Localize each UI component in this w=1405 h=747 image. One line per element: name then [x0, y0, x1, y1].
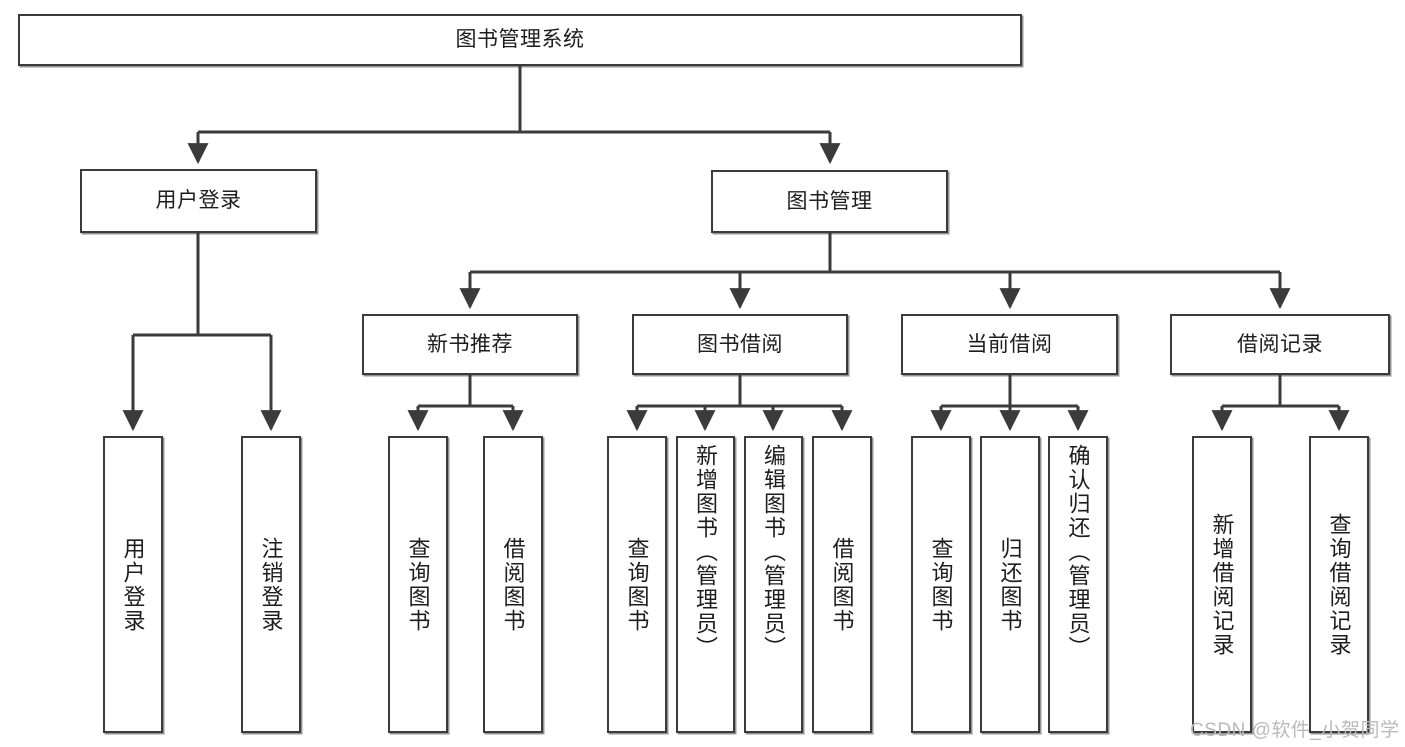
leaf-query-borrow-record-label: 查询借阅记录 [1326, 512, 1352, 657]
leaf-user-login[interactable]: 用户登录 [103, 436, 163, 733]
leaf-borrow-book-recommend[interactable]: 借阅图书 [483, 436, 543, 733]
leaf-confirm-return-admin-label: 确认归还（管理员） [1065, 444, 1091, 660]
leaf-query-book-recommend[interactable]: 查询图书 [388, 436, 448, 733]
node-user-login[interactable]: 用户登录 [80, 169, 317, 233]
leaf-query-book-borrow[interactable]: 查询图书 [607, 436, 667, 733]
node-borrow-record[interactable]: 借阅记录 [1170, 314, 1390, 375]
leaf-logout-label: 注销登录 [258, 536, 284, 633]
leaf-borrow-book[interactable]: 借阅图书 [812, 436, 872, 733]
node-current-borrow[interactable]: 当前借阅 [901, 314, 1118, 375]
leaf-confirm-return-admin[interactable]: 确认归还（管理员） [1048, 436, 1108, 733]
node-book-borrow[interactable]: 图书借阅 [632, 314, 848, 375]
node-root[interactable]: 图书管理系统 [18, 14, 1022, 66]
leaf-add-book-admin-label: 新增图书（管理员） [693, 444, 719, 660]
node-root-label: 图书管理系统 [455, 28, 585, 52]
node-borrow-record-label: 借阅记录 [1237, 332, 1323, 356]
node-new-book-recommend-label: 新书推荐 [427, 332, 513, 356]
node-user-login-label: 用户登录 [155, 189, 242, 213]
leaf-logout[interactable]: 注销登录 [241, 436, 301, 733]
leaf-add-book-admin[interactable]: 新增图书（管理员） [676, 436, 735, 733]
node-book-management[interactable]: 图书管理 [711, 170, 948, 233]
node-book-management-label: 图书管理 [786, 189, 873, 213]
leaf-user-login-label: 用户登录 [120, 536, 146, 633]
leaf-add-borrow-record[interactable]: 新增借阅记录 [1192, 436, 1252, 733]
leaf-query-book-current[interactable]: 查询图书 [911, 436, 971, 733]
leaf-return-book-label: 归还图书 [997, 536, 1023, 633]
leaf-query-borrow-record[interactable]: 查询借阅记录 [1309, 436, 1369, 733]
node-book-borrow-label: 图书借阅 [697, 332, 783, 356]
leaf-return-book[interactable]: 归还图书 [980, 436, 1040, 733]
leaf-edit-book-admin-label: 编辑图书（管理员） [761, 444, 787, 660]
leaf-query-book-borrow-label: 查询图书 [624, 536, 650, 633]
leaf-edit-book-admin[interactable]: 编辑图书（管理员） [744, 436, 803, 733]
leaf-add-borrow-record-label: 新增借阅记录 [1209, 512, 1235, 657]
csdn-watermark: CSDN @软件_小贺同学 [1190, 720, 1400, 741]
leaf-query-book-current-label: 查询图书 [928, 536, 954, 633]
leaf-query-book-recommend-label: 查询图书 [405, 536, 431, 633]
leaf-borrow-book-label: 借阅图书 [829, 536, 855, 633]
node-current-borrow-label: 当前借阅 [966, 332, 1053, 356]
node-new-book-recommend[interactable]: 新书推荐 [362, 314, 578, 375]
leaf-borrow-book-recommend-label: 借阅图书 [500, 536, 526, 633]
